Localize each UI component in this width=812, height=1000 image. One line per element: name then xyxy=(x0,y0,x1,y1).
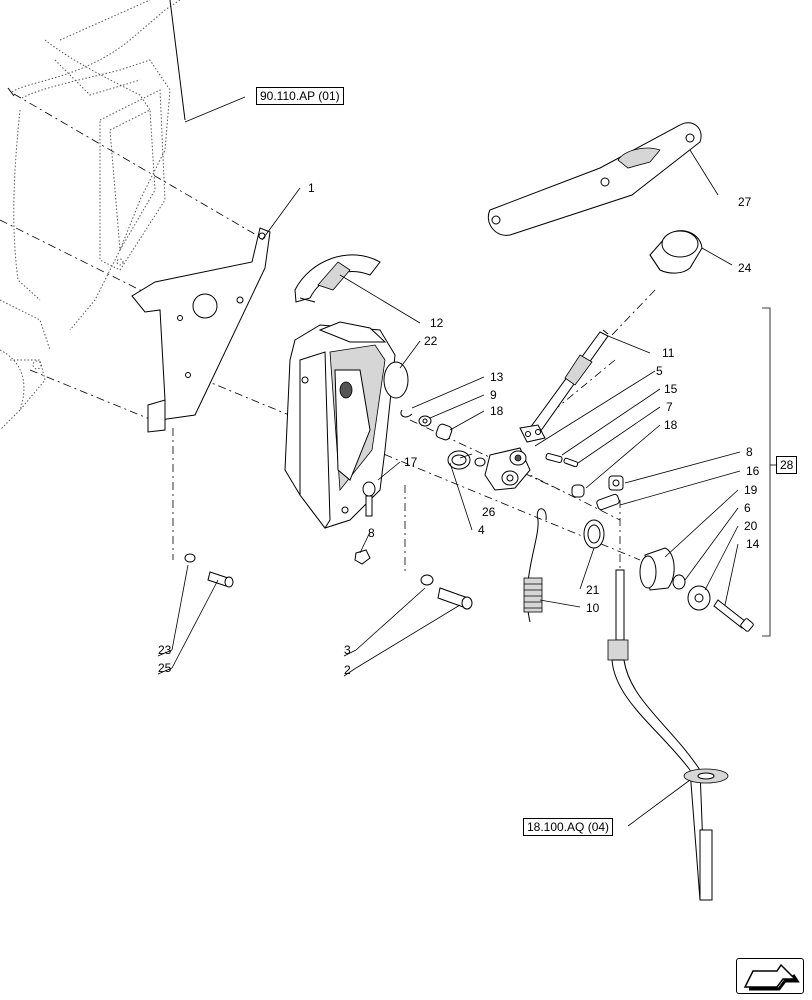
callout-7: 7 xyxy=(666,400,673,414)
leader-lines xyxy=(171,96,776,827)
spring xyxy=(523,508,547,623)
callout-15: 15 xyxy=(664,382,678,396)
callout-1: 1 xyxy=(308,181,315,195)
callout-13: 13 xyxy=(490,370,504,384)
callout-17: 17 xyxy=(404,455,418,469)
callout-27: 27 xyxy=(738,195,752,209)
cover-part xyxy=(294,254,381,303)
reference-label-top[interactable]: 90.110.AP (01) xyxy=(256,87,344,105)
callout-18-left: 18 xyxy=(490,404,504,418)
callout-26: 26 xyxy=(482,505,496,519)
callout-14: 14 xyxy=(746,537,760,551)
group-reference-label[interactable]: 28 xyxy=(776,456,798,474)
callout-24: 24 xyxy=(738,261,752,275)
callout-20: 20 xyxy=(744,519,758,533)
callout-5: 5 xyxy=(656,364,663,378)
mounting-bracket xyxy=(131,227,271,433)
lever-rod xyxy=(519,329,609,443)
callout-11: 11 xyxy=(662,346,675,360)
callout-3: 3 xyxy=(344,643,351,657)
shift-knob xyxy=(649,230,703,274)
callout-4: 4 xyxy=(478,523,485,537)
callout-19: 19 xyxy=(744,483,758,497)
callout-25: 25 xyxy=(158,661,172,675)
shift-cable xyxy=(607,569,729,901)
callout-22: 22 xyxy=(424,334,438,348)
bolts-left xyxy=(184,481,473,610)
next-page-button[interactable] xyxy=(736,958,804,994)
callout-8-right: 8 xyxy=(746,445,753,459)
small-hardware-right xyxy=(545,452,624,511)
small-hardware-left xyxy=(400,409,486,470)
callout-10: 10 xyxy=(586,601,600,615)
callout-21: 21 xyxy=(586,583,600,597)
callout-18-right: 18 xyxy=(664,418,678,432)
callout-23: 23 xyxy=(158,643,172,657)
next-page-arrow-icon xyxy=(743,963,800,991)
callout-2: 2 xyxy=(344,663,351,677)
reference-label-bottom[interactable]: 18.100.AQ (04) xyxy=(523,818,614,836)
lever-block xyxy=(484,447,531,491)
cab-frame-outline xyxy=(0,0,186,431)
callout-6: 6 xyxy=(744,501,751,515)
shifter-housing xyxy=(284,321,409,529)
callout-12: 12 xyxy=(430,316,444,330)
callout-9: 9 xyxy=(490,388,497,402)
cover-plate xyxy=(487,122,702,236)
washers-and-bolts xyxy=(583,519,754,632)
callout-labels: 1 2 3 4 5 6 7 8 8 9 10 11 12 13 14 15 16… xyxy=(158,181,760,677)
callout-8-left: 8 xyxy=(368,526,375,540)
label-underlines xyxy=(157,649,357,677)
callout-16: 16 xyxy=(746,464,760,478)
